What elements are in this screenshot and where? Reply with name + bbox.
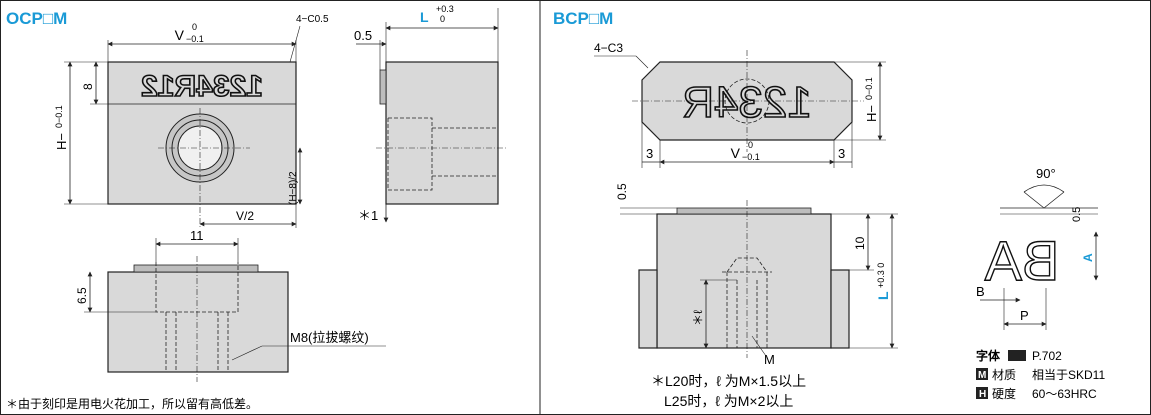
- bcp-chamfer-leader: [635, 55, 649, 69]
- ocp-bottom-width-label: 11: [190, 228, 204, 243]
- bcp-thread-label: M: [764, 352, 775, 367]
- ocp-section: OCP□M 1234R12 V 0 −0.1 4−C0.5 H− 0−0.1 8…: [6, 4, 508, 411]
- bcp-dim-ell-label: ＊ℓ: [691, 310, 705, 326]
- ocp-bottom-view: [107, 271, 289, 373]
- ocp-width-tol-upper: 0: [192, 22, 197, 32]
- bcp-chamfer-label: 4−C3: [594, 41, 623, 55]
- font-detail-b-label: B: [976, 284, 985, 299]
- ocp-half-height-label: (H−8)/2: [288, 171, 299, 205]
- ocp-side-hidden-bore: [387, 117, 498, 191]
- legend-hardness-badge-bg: [976, 387, 988, 399]
- bcp-section: BCP□M 4−C3 1234R 3 3 V 0 −0.1 H− 0−0.1: [553, 9, 898, 409]
- font-detail-a-label: A: [1081, 253, 1095, 262]
- bcp-note-line1: ＊L20时，ℓ 为M×1.5以上: [651, 373, 806, 389]
- bcp-dim-ten-label: 10: [853, 236, 867, 250]
- ocp-thread-label: M8(拉拔螺纹): [290, 330, 369, 345]
- ocp-side-len-tol-lower: 0: [440, 14, 445, 24]
- font-detail-letters: BA: [984, 229, 1059, 292]
- bcp-title: BCP□M: [553, 9, 613, 28]
- ocp-top-margin-label: 8: [81, 83, 95, 90]
- font-detail-angle-arc: [1023, 184, 1065, 193]
- bcp-dim-width-label: V: [731, 145, 741, 161]
- bcp-dim-right-label: 3: [838, 146, 845, 161]
- bcp-dim-width-tol-upper: 0: [748, 140, 753, 150]
- ocp-bottom-boss: [133, 264, 259, 273]
- ocp-height-label: H−: [54, 133, 69, 150]
- ocp-side-len-tol: +0.3: [436, 4, 454, 14]
- ocp-width-label: V: [175, 27, 185, 43]
- font-detail-angle: 90°: [1036, 166, 1056, 181]
- bcp-dim-length-label: L: [875, 291, 891, 300]
- bcp-side-wing-right: [830, 269, 850, 349]
- ocp-side-flange: [379, 69, 387, 105]
- ocp-chamfer-label: 4−C0.5: [296, 14, 329, 25]
- legend-material-badge-bg: [976, 368, 988, 380]
- legend-hardness-label: 硬度: [992, 386, 1016, 401]
- ocp-side-view: [385, 61, 499, 205]
- legend-hardness-badge: H: [979, 389, 986, 400]
- ocp-side-offset-label: 0.5: [354, 28, 372, 43]
- legend-material-value: 相当于SKD11: [1032, 368, 1105, 382]
- bcp-side-top-lip: [676, 207, 812, 215]
- bcp-thread-leader: [751, 335, 767, 357]
- legend-font-icon: [1008, 350, 1026, 361]
- ocp-thread-leader: [231, 345, 263, 361]
- font-detail: 90° 0.5 BA A B P: [976, 166, 1099, 330]
- bcp-dim-offset-label: 0.5: [615, 183, 629, 200]
- font-detail-p-label: P: [1020, 308, 1029, 323]
- bcp-engraving-text: 1234R: [682, 78, 812, 127]
- ocp-width-tol-lower: −0.1: [186, 34, 204, 44]
- ocp-half-width-label: V/2: [236, 209, 254, 223]
- ocp-side-step-label: ＊1: [358, 208, 378, 223]
- bcp-side-body: [656, 213, 832, 349]
- legend: 字体 P.702 M 材质 相当于SKD11 H 硬度 60〜63HRC: [976, 348, 1105, 401]
- bcp-dim-height-label: H−: [864, 105, 879, 122]
- bcp-side-wing-left: [638, 269, 658, 349]
- ocp-footnote: ＊由于刻印是用电火花加工，所以留有高低差。: [6, 396, 258, 411]
- ocp-engraving-text: 1234R12: [141, 70, 263, 103]
- font-detail-offset: 0.5: [1071, 207, 1083, 222]
- bcp-note-line2: L25时，ℓ 为M×2以上: [664, 393, 793, 409]
- bcp-hidden-hole: [724, 78, 770, 124]
- legend-font-label: 字体: [976, 348, 1001, 363]
- bcp-dim-width-tol-lower: −0.1: [742, 152, 760, 162]
- legend-material-badge: M: [978, 370, 986, 381]
- legend-hardness-value: 60〜63HRC: [1032, 387, 1097, 401]
- legend-material-label: 材质: [992, 368, 1016, 382]
- ocp-bottom-depth-label: 6.5: [75, 287, 89, 304]
- bcp-dim-left-label: 3: [646, 146, 653, 161]
- font-detail-vee-l: [1023, 191, 1045, 209]
- ocp-chamfer-leader: [289, 25, 301, 63]
- bcp-dim-length-tol: +0.3 0: [876, 263, 886, 288]
- ocp-side-len-label: L: [420, 9, 429, 25]
- bcp-dim-height-tol: 0−0.1: [864, 77, 874, 100]
- ocp-title: OCP□M: [6, 9, 67, 28]
- legend-font-page: P.702: [1032, 349, 1062, 363]
- font-detail-vee-r: [1043, 191, 1065, 209]
- ocp-height-tol: 0−0.1: [54, 105, 64, 128]
